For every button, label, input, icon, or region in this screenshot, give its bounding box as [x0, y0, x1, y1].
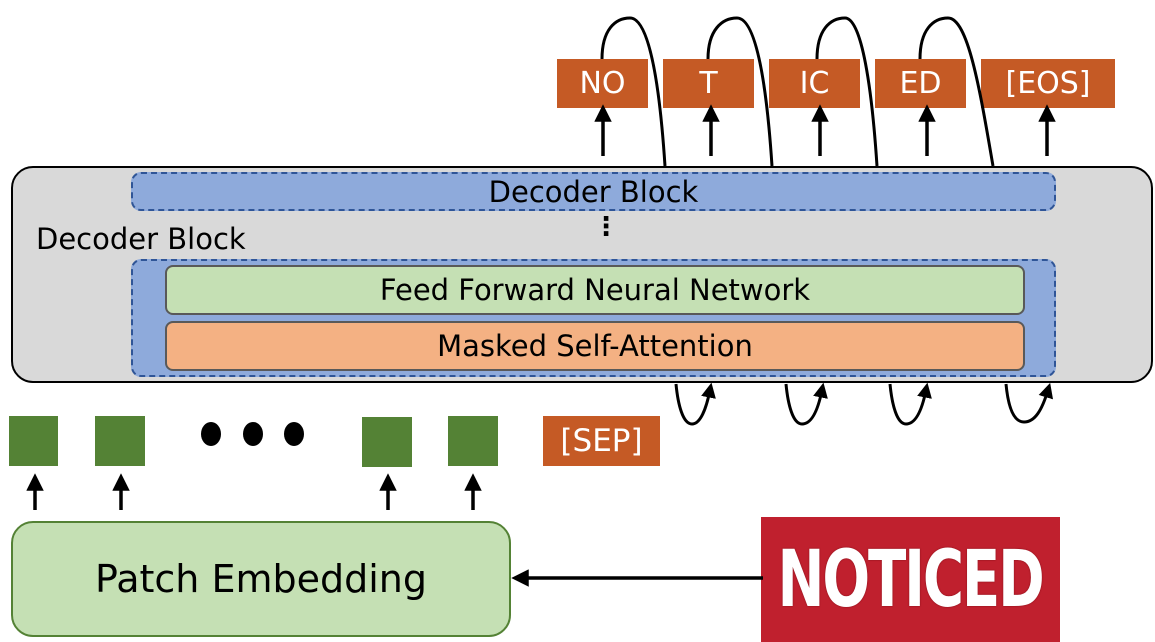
output-token-ed: ED	[875, 59, 966, 108]
input-image: NOTICED	[761, 517, 1060, 642]
feedback-loop-bottom	[784, 382, 828, 426]
feedback-arc-top	[706, 16, 774, 167]
decoder-block-top-label: Decoder Block	[488, 174, 699, 209]
decoder-stack-label: Decoder Block	[36, 222, 246, 256]
output-token-label: ED	[899, 66, 942, 101]
feed-forward-label: Feed Forward Neural Network	[379, 273, 811, 307]
output-token-eos: [EOS]	[981, 59, 1115, 108]
feedback-arc-top	[815, 16, 879, 167]
ellipsis-dot	[243, 422, 263, 446]
vertical-ellipsis: ⋮	[593, 212, 619, 242]
output-token-ic: IC	[769, 59, 860, 108]
output-token-label: [EOS]	[1005, 66, 1091, 101]
output-token-label: NO	[579, 66, 626, 101]
output-token-t: T	[663, 59, 754, 108]
patch-embedding-box: Patch Embedding	[11, 521, 511, 637]
sep-token-label: [SEP]	[560, 423, 643, 459]
feedback-loop-bottom	[1004, 382, 1054, 424]
ellipsis-dot	[284, 422, 304, 446]
patch-embedding-label: Patch Embedding	[95, 557, 427, 601]
feed-forward-layer: Feed Forward Neural Network	[165, 265, 1025, 315]
patch-token-1	[9, 416, 58, 466]
feedback-arc-top	[600, 16, 667, 167]
feedback-loop-bottom	[888, 382, 932, 426]
output-token-label: IC	[799, 66, 830, 101]
patch-token-2	[95, 416, 145, 466]
masked-self-attention-label: Masked Self-Attention	[437, 329, 753, 363]
patch-token-n-1	[362, 417, 412, 467]
ellipsis-dot	[201, 422, 221, 446]
output-token-label: T	[699, 66, 718, 101]
feedback-loop-bottom	[674, 382, 716, 426]
sep-token: [SEP]	[543, 416, 660, 466]
masked-self-attention-layer: Masked Self-Attention	[165, 321, 1025, 371]
decoder-block-top: Decoder Block	[131, 172, 1056, 211]
input-image-text: NOTICED	[777, 534, 1045, 625]
feedback-arc-top	[918, 16, 995, 167]
patch-token-n	[448, 416, 498, 466]
output-token-no: NO	[557, 59, 648, 108]
